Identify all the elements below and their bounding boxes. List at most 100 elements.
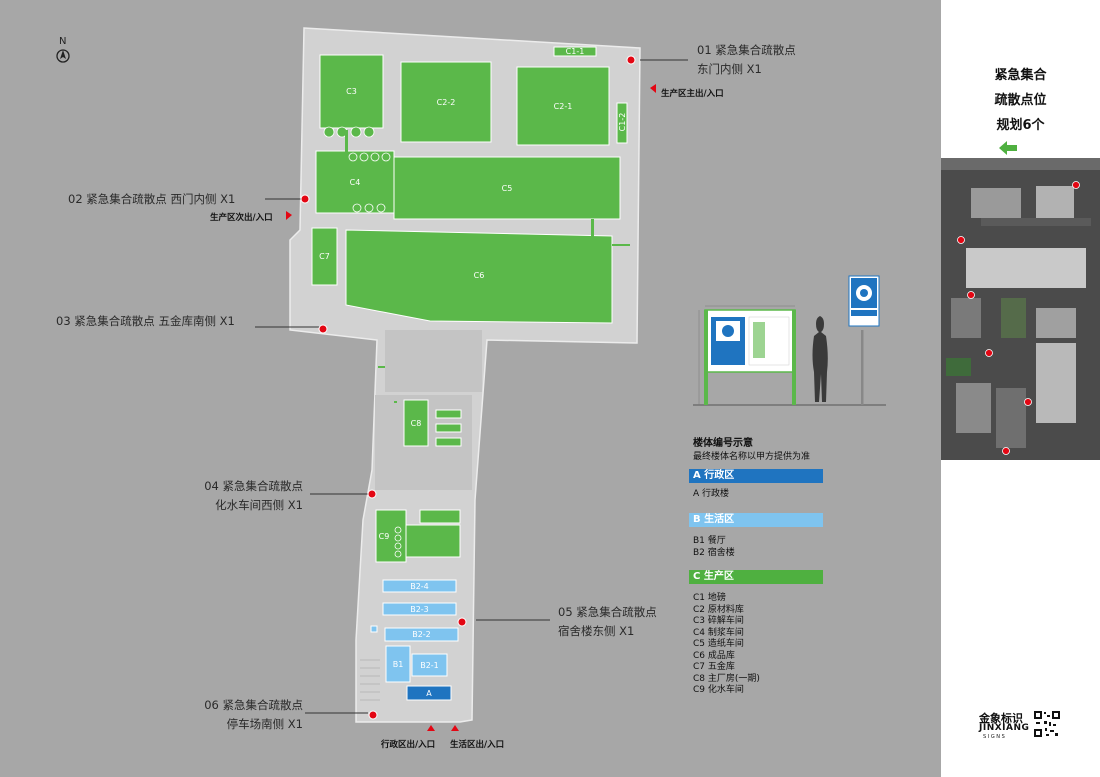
callout-06: 06 紧急集合疏散点 停车场南侧 X1 — [189, 696, 303, 734]
label-c2-1: C2-1 — [553, 101, 573, 111]
brand-name-en: JINXIANG — [979, 723, 1030, 733]
building-c7 — [311, 227, 338, 286]
callout-03-line1: 03 紧急集合疏散点 五金库南侧 X1 — [56, 314, 235, 328]
callout-04-line1: 04 紧急集合疏散点 — [204, 479, 303, 493]
arrow-left-icon — [999, 141, 1017, 155]
building-b2-4 — [382, 579, 457, 593]
building-c6 — [345, 229, 613, 324]
building-c2-1 — [516, 66, 610, 146]
label-b1: B1 — [392, 659, 404, 669]
right-title-line2: 疏散点位 — [994, 93, 1047, 108]
qr-code-icon — [1033, 710, 1061, 738]
building-c5 — [393, 156, 621, 220]
label-c5: C5 — [501, 183, 513, 193]
gate-life-label: 生活区出/入口 — [450, 740, 505, 750]
aerial-photo — [941, 158, 1100, 460]
brand-sub: S I G N S — [983, 734, 1005, 740]
aerial-point — [985, 349, 993, 357]
building-b2-2 — [384, 627, 459, 642]
legend-item: B1 餐厅 — [693, 536, 726, 546]
aerial-point — [1002, 447, 1010, 455]
legend-items-a: A 行政楼 — [693, 489, 729, 501]
callout-01-line1: 01 紧急集合疏散点 — [697, 43, 796, 57]
legend-item: C7 五金库 — [693, 662, 735, 672]
evac-point-03 — [318, 324, 328, 334]
label-b2-4: B2-4 — [410, 581, 429, 591]
aerial-point — [957, 236, 965, 244]
callout-06-line2: 停车场南侧 X1 — [226, 717, 303, 731]
legend-item: C6 成品库 — [693, 650, 735, 661]
label-c7: C7 — [319, 252, 330, 261]
label-c8: C8 — [410, 418, 422, 428]
legend-subtitle: 最终楼体名称以甲方提供为准 — [693, 452, 811, 462]
building-c4 — [315, 150, 395, 214]
right-title-line1: 紧急集合 — [994, 68, 1047, 83]
legend-item: C1 地磅 — [693, 593, 726, 603]
sign-illustration — [693, 275, 886, 406]
aerial-point — [1024, 398, 1032, 406]
label-c1-2: C1-2 — [617, 112, 627, 132]
label-c2-2: C2-2 — [436, 97, 456, 107]
building-a — [406, 685, 452, 701]
callout-04-line2: 化水车间西侧 X1 — [215, 498, 303, 512]
callout-02: 02 紧急集合疏散点 西门内侧 X1 — [68, 190, 235, 209]
label-c6: C6 — [473, 270, 485, 280]
callout-05-line1: 05 紧急集合疏散点 — [558, 605, 657, 619]
label-c3: C3 — [346, 87, 357, 96]
label-c9: C9 — [378, 531, 390, 541]
right-panel: 紧急集合 疏散点位 规划6个 金象标识 JINXIANG S I G N S — [941, 0, 1100, 777]
building-c8 — [403, 399, 429, 447]
gate-secondary-arrow — [286, 211, 292, 220]
legend-item: C9 化水车间 — [693, 685, 744, 695]
legend-item: C5 造纸车间 — [693, 639, 744, 649]
legend-item: C8 主厂房(一期) — [693, 673, 760, 684]
callout-01: 01 紧急集合疏散点 东门内侧 X1 — [697, 41, 796, 79]
building-c3 — [319, 54, 384, 129]
callout-05-line2: 宿舍楼东侧 X1 — [558, 624, 635, 638]
gate-admin-arrow — [427, 725, 435, 731]
label-c1-1: C1-1 — [565, 47, 585, 56]
label-a: A — [426, 688, 432, 698]
evac-point-06 — [368, 710, 378, 720]
evac-point-05 — [457, 617, 467, 627]
building-b1 — [385, 645, 411, 683]
callout-03: 03 紧急集合疏散点 五金库南侧 X1 — [56, 312, 235, 331]
legend-items-c: C1 地磅 C2 原材料库 C3 碎解车间 C4 制浆车间 C5 造纸车间 C6… — [693, 593, 760, 697]
label-c4: C4 — [349, 177, 361, 187]
legend-item: C3 碎解车间 — [693, 616, 744, 626]
building-c2-2 — [400, 61, 492, 143]
legend-title: 楼体编号示意 — [693, 438, 753, 449]
callout-02-line1: 02 紧急集合疏散点 西门内侧 X1 — [68, 192, 236, 206]
gate-life-arrow — [451, 725, 459, 731]
gate-secondary-label: 生产区次出/入口 — [210, 213, 273, 223]
legend-bar-a: A 行政区 — [689, 469, 823, 483]
legend-item: C2 原材料库 — [693, 604, 744, 615]
building-c1-1 — [553, 46, 597, 57]
evac-point-01 — [626, 55, 636, 65]
legend-item: A 行政楼 — [693, 489, 730, 499]
gate-admin-label: 行政区出/入口 — [381, 740, 436, 750]
legend-item: B2 宿舍楼 — [693, 547, 735, 558]
aerial-point — [1072, 181, 1080, 189]
building-b2-3 — [382, 602, 457, 616]
callout-06-line1: 06 紧急集合疏散点 — [204, 698, 303, 712]
legend-bar-b: B 生活区 — [689, 513, 823, 527]
gate-main-label: 生产区主出/入口 — [661, 89, 724, 99]
evac-point-02 — [300, 194, 310, 204]
brand-name-cn: 金象标识 — [979, 712, 1023, 725]
aerial-point — [967, 291, 975, 299]
gate-main-arrow — [650, 84, 656, 93]
right-title-line3: 规划6个 — [996, 118, 1045, 133]
compass-label: N — [59, 36, 67, 47]
north-compass-icon — [56, 49, 70, 63]
label-b2-3: B2-3 — [410, 604, 429, 614]
legend-bar-c: C 生产区 — [689, 570, 823, 584]
callout-04: 04 紧急集合疏散点 化水车间西侧 X1 — [189, 477, 303, 515]
callout-01-line2: 东门内侧 X1 — [697, 62, 762, 76]
callout-05: 05 紧急集合疏散点 宿舍楼东侧 X1 — [558, 603, 657, 641]
building-c1-2 — [616, 102, 628, 144]
building-b2-1 — [411, 653, 448, 677]
site-map — [56, 27, 688, 731]
evac-point-04 — [367, 489, 377, 499]
legend-item: C4 制浆车间 — [693, 627, 744, 638]
